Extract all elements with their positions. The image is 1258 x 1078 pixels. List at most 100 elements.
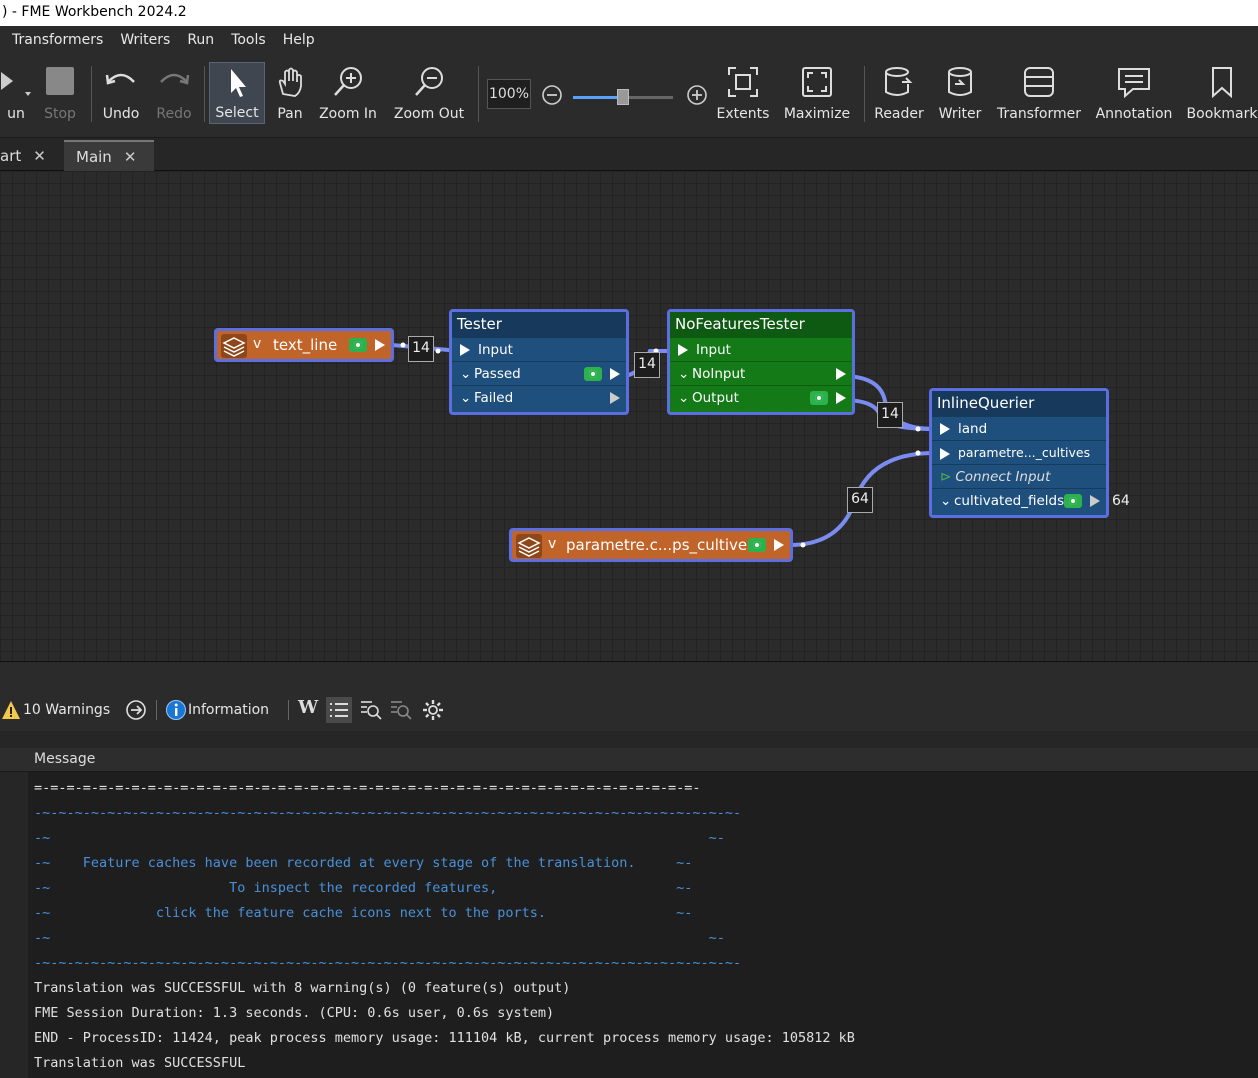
feature-count[interactable]: 14: [408, 336, 434, 362]
list-icon[interactable]: [326, 697, 352, 723]
port-label: parametre..._cultives: [958, 445, 1091, 460]
log-line[interactable]: -~ ~-: [34, 830, 725, 846]
maximize-button[interactable]: Maximize: [782, 62, 852, 124]
zoom-plus-icon[interactable]: [686, 84, 708, 106]
menu-help[interactable]: Help: [282, 32, 315, 48]
tab-start[interactable]: art ✕: [0, 140, 58, 171]
run-button[interactable]: un: [0, 62, 32, 124]
message-column-header[interactable]: Message: [34, 751, 96, 767]
transformer-tester[interactable]: Tester Input ⌄Passed ⌄Failed: [449, 309, 629, 415]
reader-button[interactable]: Reader: [872, 62, 926, 124]
close-icon[interactable]: ✕: [123, 147, 137, 166]
log-line[interactable]: END - ProcessID: 11424, peak process mem…: [34, 1030, 855, 1046]
undo-label: Undo: [102, 106, 140, 122]
chevron-down-icon[interactable]: v: [253, 336, 262, 352]
connect-input-port[interactable]: ⊳Connect Input: [932, 464, 1106, 488]
divider: [288, 700, 289, 720]
log-line[interactable]: -~ click the feature cache icons next to…: [34, 905, 693, 921]
reader-parametre-cultives[interactable]: v parametre.c...ps_cultives: [509, 528, 793, 562]
main-toolbar: un Stop Undo Redo Select Pan Zoom In Zoo…: [0, 54, 1258, 138]
workspace-canvas[interactable]: v text_line 14 Tester Input ⌄Passed ⌄Fai…: [0, 171, 1258, 661]
annotation-label: Annotation: [1095, 106, 1173, 122]
find-next-icon[interactable]: [390, 699, 412, 721]
extents-button[interactable]: Extents: [714, 62, 772, 124]
input-port[interactable]: Input: [670, 337, 852, 361]
gear-icon[interactable]: [422, 699, 444, 721]
pan-label: Pan: [277, 106, 303, 122]
run-label: un: [7, 106, 25, 122]
eye-icon[interactable]: [810, 391, 828, 405]
output-port-noinput[interactable]: ⌄NoInput: [670, 361, 852, 385]
output-port-icon[interactable]: [836, 392, 846, 404]
select-button[interactable]: Select: [209, 62, 265, 124]
log-line[interactable]: FME Session Duration: 1.3 seconds. (CPU:…: [34, 1005, 555, 1021]
zoom-out-button[interactable]: Zoom Out: [390, 62, 468, 124]
feature-count[interactable]: 14: [634, 352, 660, 378]
menu-writers[interactable]: Writers: [120, 32, 171, 48]
warnings-filter[interactable]: 10 Warnings: [23, 702, 111, 718]
eye-icon[interactable]: [349, 338, 367, 352]
output-port-cultivated-fields[interactable]: ⌄cultivated_fields: [932, 488, 1106, 512]
close-icon[interactable]: ✕: [33, 146, 46, 165]
log-line[interactable]: =-=-=-=-=-=-=-=-=-=-=-=-=-=-=-=-=-=-=-=-…: [34, 780, 701, 796]
log-messages[interactable]: =-=-=-=-=-=-=-=-=-=-=-=-=-=-=-=-=-=-=-=-…: [34, 776, 1254, 1076]
output-port-icon[interactable]: [774, 539, 784, 551]
output-port-icon[interactable]: [836, 368, 846, 380]
undo-icon: [105, 73, 135, 85]
output-port-icon[interactable]: [610, 368, 620, 380]
port-label: Passed: [474, 366, 521, 382]
zoom-out-icon: [415, 67, 443, 96]
log-line[interactable]: -~ Feature caches have been recorded at …: [34, 855, 693, 871]
eye-icon[interactable]: [748, 538, 766, 552]
redo-button[interactable]: Redo: [152, 62, 196, 124]
output-port-passed[interactable]: ⌄Passed: [452, 361, 626, 385]
log-line[interactable]: Translation was SUCCESSFUL with 8 warnin…: [34, 980, 571, 996]
chevron-down-icon[interactable]: v: [548, 536, 557, 552]
input-port[interactable]: Input: [452, 337, 626, 361]
zoom-slider-handle[interactable]: [617, 89, 629, 105]
transformer-button[interactable]: Transformer: [996, 62, 1082, 124]
wrap-icon[interactable]: W: [298, 697, 319, 718]
port-label: Input: [478, 342, 513, 358]
layers-icon: [221, 334, 247, 358]
menu-tools[interactable]: Tools: [231, 32, 266, 48]
output-port-icon[interactable]: [1090, 495, 1100, 507]
bookmark-button[interactable]: Bookmark: [1186, 62, 1258, 124]
tab-main[interactable]: Main ✕: [64, 140, 154, 171]
log-line[interactable]: -~-~-~-~-~-~-~-~-~-~-~-~-~-~-~-~-~-~-~-~…: [34, 955, 742, 971]
log-line[interactable]: -~-~-~-~-~-~-~-~-~-~-~-~-~-~-~-~-~-~-~-~…: [34, 805, 742, 821]
annotation-button[interactable]: Annotation: [1094, 62, 1174, 124]
transformer-title: InlineQuerier: [932, 391, 1106, 416]
input-port-parametre[interactable]: parametre..._cultives: [932, 440, 1106, 464]
stop-button[interactable]: Stop: [40, 62, 80, 124]
eye-icon[interactable]: [1064, 494, 1082, 508]
zoom-in-button[interactable]: Zoom In: [316, 62, 380, 124]
input-port-land[interactable]: land: [932, 416, 1106, 440]
reader-text-line[interactable]: v text_line: [214, 328, 394, 362]
log-line[interactable]: Translation was SUCCESSFUL: [34, 1055, 246, 1071]
pan-button[interactable]: Pan: [270, 62, 310, 124]
zoom-minus-icon[interactable]: [541, 84, 563, 106]
output-port-failed[interactable]: ⌄Failed: [452, 385, 626, 409]
undo-button[interactable]: Undo: [98, 62, 144, 124]
menu-transformers[interactable]: Transformers: [12, 32, 104, 48]
log-line[interactable]: -~ ~-: [34, 930, 725, 946]
output-port-output[interactable]: ⌄Output: [670, 385, 852, 409]
feature-count[interactable]: 64: [847, 487, 873, 513]
eye-icon[interactable]: [584, 367, 602, 381]
arrow-circle-icon[interactable]: [125, 699, 147, 721]
output-port-icon[interactable]: [610, 392, 620, 404]
toolbar-divider: [864, 66, 865, 122]
output-port-icon[interactable]: [375, 339, 385, 351]
zoom-level-field[interactable]: 100%: [487, 79, 531, 109]
transformer-inlinequerier[interactable]: InlineQuerier land parametre..._cultives…: [929, 388, 1109, 518]
menu-run[interactable]: Run: [187, 32, 215, 48]
information-filter[interactable]: Information: [188, 702, 270, 718]
feature-count[interactable]: 14: [877, 402, 903, 428]
transformer-nofeaturestester[interactable]: NoFeaturesTester Input ⌄NoInput ⌄Output: [667, 309, 855, 415]
writer-button[interactable]: Writer: [936, 62, 984, 124]
tab-label: art: [0, 146, 22, 165]
log-line[interactable]: -~ To inspect the recorded features, ~-: [34, 880, 693, 896]
port-label: Output: [692, 390, 739, 406]
find-icon[interactable]: [360, 699, 382, 721]
